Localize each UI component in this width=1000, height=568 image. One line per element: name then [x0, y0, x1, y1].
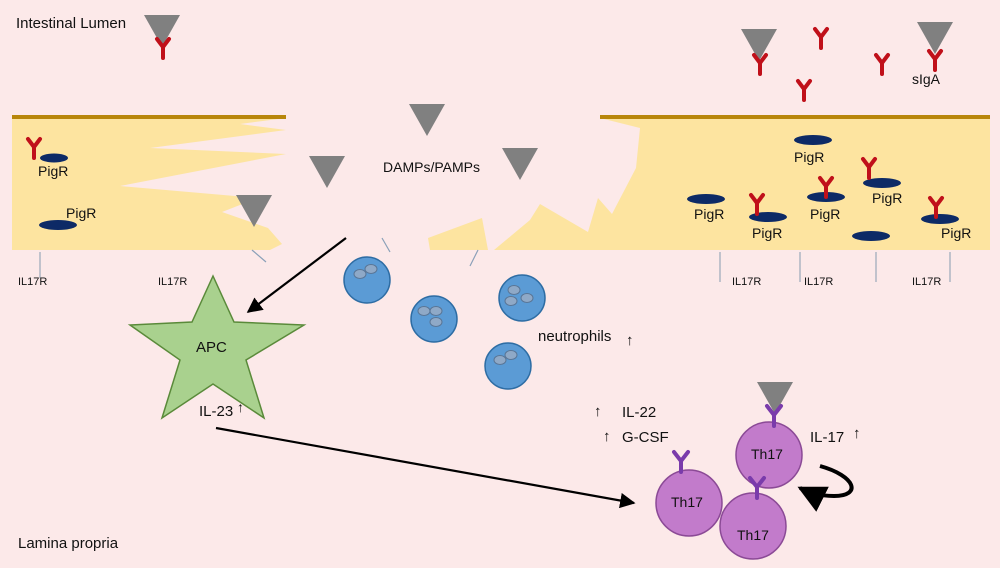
neutrophil — [498, 274, 546, 322]
th17-label: Th17 — [751, 446, 783, 462]
up-arrow-icon: ↑ — [594, 403, 602, 420]
il17r-label: IL17R — [18, 276, 47, 288]
pigr-label: PigR — [38, 163, 68, 179]
epithelium-center-fragment — [428, 218, 488, 250]
il17r-label: IL17R — [158, 276, 187, 288]
pigr-label: PigR — [941, 225, 971, 241]
pigr-label: PigR — [752, 225, 782, 241]
il22-label: IL-22 — [622, 404, 656, 421]
pigr-receptor-icon — [852, 231, 890, 241]
neutrophil — [343, 256, 391, 304]
apc-cell — [127, 274, 307, 420]
neutrophil — [410, 295, 458, 343]
breach-line — [381, 237, 391, 253]
th17-cell — [719, 492, 787, 560]
il17r-label: IL17R — [912, 276, 941, 288]
up-arrow-icon: ↑ — [626, 332, 634, 349]
up-arrow-icon: ↑ — [603, 428, 611, 445]
pigr-receptor-icon — [863, 178, 901, 188]
pigr-receptor-icon — [749, 212, 787, 222]
breach-line — [251, 249, 267, 263]
th17-label: Th17 — [737, 527, 769, 543]
arrow-il23-to-th17 — [215, 426, 636, 509]
epithelium-right — [494, 118, 990, 250]
neutrophils-label: neutrophils — [538, 328, 611, 345]
pigr-receptor-icon — [687, 194, 725, 204]
pigr-receptor-icon — [921, 214, 959, 224]
pigr-label: PigR — [66, 205, 96, 221]
pigr-label: PigR — [872, 190, 902, 206]
pigr-label: PigR — [794, 149, 824, 165]
il17r-label: IL17R — [804, 276, 833, 288]
up-arrow-icon: ↑ — [237, 399, 244, 415]
neutrophil — [484, 342, 532, 390]
gcsf-label: G-CSF — [622, 429, 669, 446]
il17r-label: IL17R — [732, 276, 761, 288]
lamina-propria-label: Lamina propria — [18, 535, 119, 552]
th17-cell — [655, 469, 723, 537]
pigr-receptor-icon — [39, 220, 77, 230]
apc-label: APC — [196, 339, 227, 356]
up-arrow-icon: ↑ — [853, 425, 861, 442]
arrow-damps-to-apc — [246, 237, 347, 313]
th17-label: Th17 — [671, 494, 703, 510]
epithelium-left — [12, 118, 286, 250]
breach-line — [469, 249, 479, 267]
pigr-receptor-icon — [40, 153, 68, 163]
curved-arrow-icon — [797, 464, 854, 512]
siga-label: sIgA — [912, 71, 941, 87]
lumen-label: Intestinal Lumen — [16, 15, 126, 32]
damps-pamps-label: DAMPs/PAMPs — [383, 159, 480, 175]
th17-cell — [735, 421, 803, 489]
pigr-receptor-icon — [794, 135, 832, 145]
il17-label: IL-17 — [810, 429, 844, 446]
il23-label: IL-23 — [199, 403, 233, 420]
pigr-label: PigR — [694, 206, 724, 222]
pigr-label: PigR — [810, 206, 840, 222]
